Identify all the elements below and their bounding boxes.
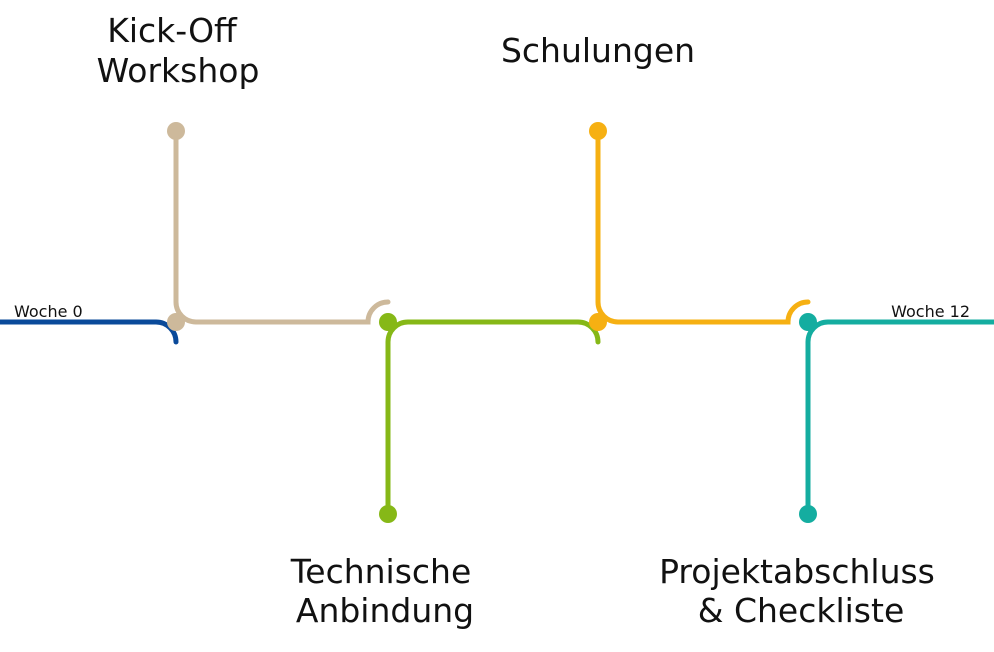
kickoff-node <box>167 313 185 331</box>
technical-end-dot <box>379 505 397 523</box>
start-segment <box>0 319 179 345</box>
closing-label-line2: & Checkliste <box>698 591 905 630</box>
technical-label-line1: Technische <box>290 552 472 591</box>
training-segment <box>595 128 811 325</box>
kickoff-label-line1: Kick-Off <box>107 11 238 50</box>
end-label: Woche 12 <box>891 302 970 321</box>
closing-segment <box>805 319 994 517</box>
closing-end-dot <box>799 505 817 523</box>
closing-node <box>799 313 817 331</box>
training-label: Schulungen <box>501 31 695 70</box>
closing-label-line1: Projektabschluss <box>659 552 935 591</box>
technical-node <box>379 313 397 331</box>
technical-label-line2: Anbindung <box>296 591 474 630</box>
kickoff-end-dot <box>167 122 185 140</box>
training-end-dot <box>589 122 607 140</box>
training-node <box>589 313 607 331</box>
kickoff-segment <box>173 128 391 325</box>
kickoff-label-line2: Workshop <box>97 51 260 90</box>
start-label: Woche 0 <box>14 302 83 321</box>
technical-segment <box>385 319 601 517</box>
